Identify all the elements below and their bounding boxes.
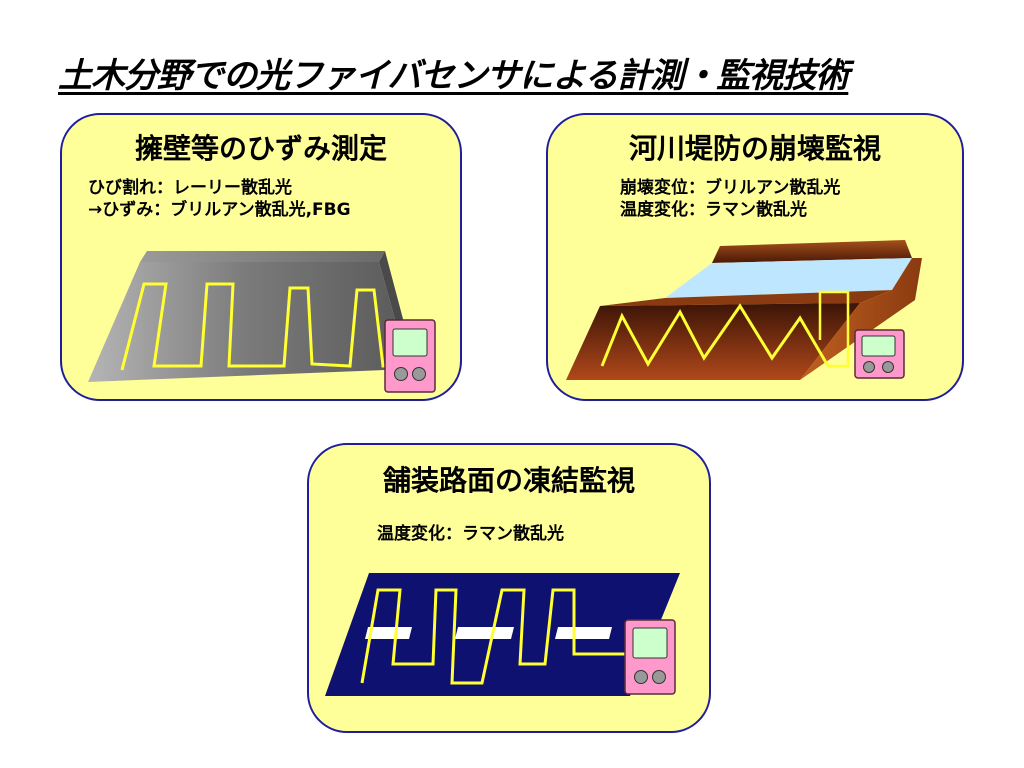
wall-top-face [140, 251, 385, 262]
retaining-wall-desc: ひび割れ：レーリー散乱光 →ひずみ：ブリルアン散乱光,FBG [88, 177, 351, 221]
river-levee-title: 河川堤防の崩壊監視 [628, 132, 881, 165]
strain-fiber [120, 282, 390, 371]
pavement-illustration [325, 573, 680, 696]
pavement-desc: 温度変化：ラマン散乱光 [377, 523, 564, 545]
measuring-device [384, 319, 436, 393]
levee-back-ridge [712, 240, 912, 263]
lane-markings [365, 627, 612, 639]
collapse-fiber [600, 303, 830, 367]
collapse-line: 崩壊変位：ブリルアン散乱光 [620, 178, 841, 198]
wall-front-face [88, 262, 409, 382]
retaining-wall-illustration [88, 251, 436, 393]
levee-measuring-device [854, 329, 905, 379]
pavement-title: 舗装路面の凍結監視 [382, 464, 635, 497]
strain-line: →ひずみ：ブリルアン散乱光,FBG [88, 200, 351, 220]
temperature-fiber [360, 588, 640, 685]
collapse-fiber-loop [818, 290, 850, 368]
river-levee-illustration [566, 240, 922, 380]
crack-line: ひび割れ：レーリー散乱光 [88, 178, 292, 198]
slide-title: 土木分野での光ファイバセンサによる計測・監視技術 [58, 56, 849, 96]
levee-front-face [566, 303, 860, 380]
pavement-measuring-device [624, 619, 676, 695]
levee-right-face [800, 258, 922, 380]
pavement-temperature-line: 温度変化：ラマン散乱光 [377, 524, 564, 544]
river-levee-desc: 崩壊変位：ブリルアン散乱光 温度変化：ラマン散乱光 [620, 177, 840, 221]
retaining-wall-title: 擁壁等のひずみ測定 [134, 132, 387, 165]
levee-water [665, 258, 912, 298]
temperature-line: 温度変化：ラマン散乱光 [620, 200, 807, 220]
